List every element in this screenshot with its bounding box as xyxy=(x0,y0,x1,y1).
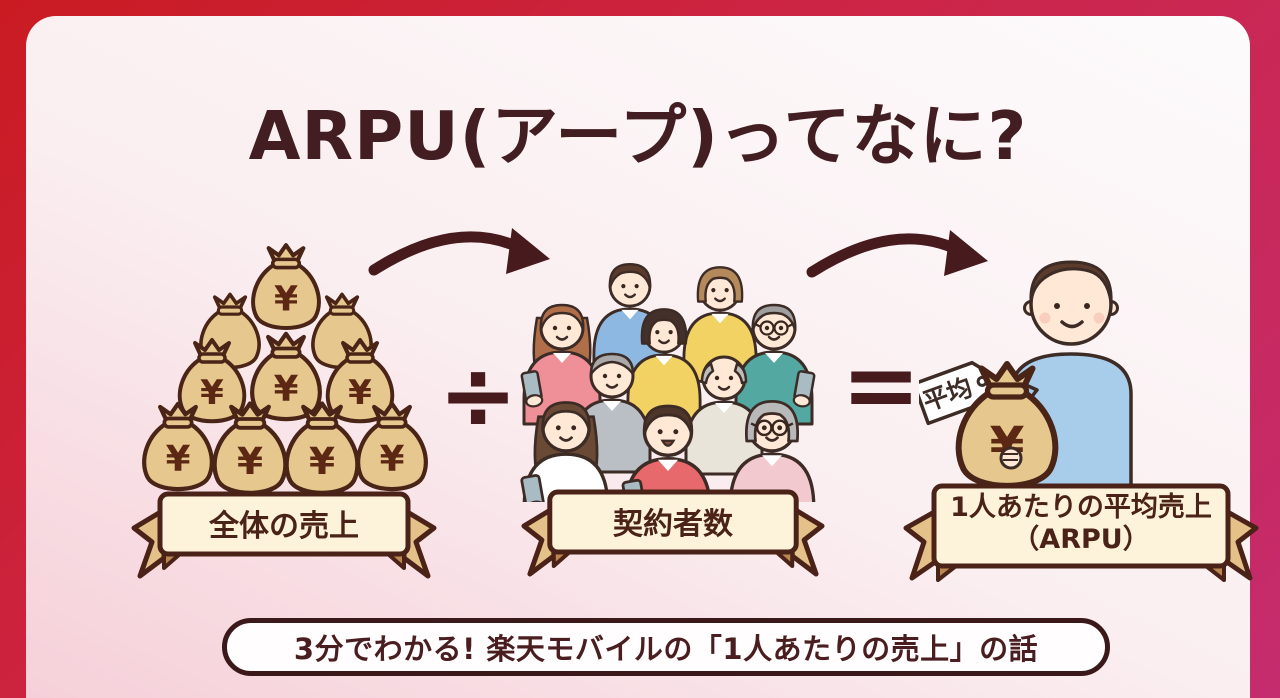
svg-text:¥: ¥ xyxy=(200,373,224,413)
average-tag: 平均 xyxy=(919,360,998,426)
money-bags-illustration: ¥¥¥¥¥¥¥¥ xyxy=(130,238,442,500)
svg-text:¥: ¥ xyxy=(274,369,299,410)
ribbon-banner-arpu: 1人あたりの平均売上 （ARPU） xyxy=(902,480,1260,592)
person-figure xyxy=(684,355,764,476)
arpu-label: 1人あたりの平均売上 （ARPU） xyxy=(902,480,1260,592)
people-crowd-illustration xyxy=(520,263,816,502)
infographic-card: ARPU(アープ)ってなに? ¥¥¥¥¥¥¥¥ ÷ = xyxy=(26,16,1259,698)
page-title: ARPU(アープ)ってなに? xyxy=(248,97,1028,175)
divide-sign: ÷ xyxy=(438,340,518,451)
arpu-label-line2: （ARPU） xyxy=(1012,524,1150,555)
money-bag-icon: ¥ xyxy=(253,245,319,328)
svg-text:¥: ¥ xyxy=(309,439,335,483)
total-revenue-label: 全体の売上 xyxy=(209,509,359,544)
money-bag-icon: ¥ xyxy=(252,334,320,419)
person-hair xyxy=(1029,260,1113,304)
smartphone-icon xyxy=(520,370,544,408)
person-with-moneybag-illustration: 平均 ¥ xyxy=(919,260,1133,496)
money-bag-icon: ¥ xyxy=(358,404,426,489)
svg-text:¥: ¥ xyxy=(348,373,372,413)
ribbon-shape xyxy=(131,491,437,579)
smartphone-icon xyxy=(792,370,816,408)
curved-arrow-icon xyxy=(368,228,550,276)
ribbon-shape xyxy=(903,483,1259,582)
svg-text:¥: ¥ xyxy=(380,439,405,480)
svg-text:¥: ¥ xyxy=(237,439,263,483)
curved-arrow-icon xyxy=(806,230,988,278)
ribbon-banner-subscribers: 契約者数 xyxy=(518,484,828,580)
money-bag-icon: ¥ xyxy=(215,404,286,493)
ribbon-shape xyxy=(521,489,825,577)
person-figure xyxy=(520,401,610,502)
ribbon-banner-total-revenue: 全体の売上 xyxy=(128,486,440,582)
smartphone-icon xyxy=(520,474,546,502)
money-bag-icon: ¥ xyxy=(325,338,395,424)
money-bag-icon: ¥ xyxy=(144,404,212,489)
subscribers-label: 契約者数 xyxy=(613,507,733,542)
footer-banner: 3分でわかる! 楽天モバイルの「1人あたりの売上」の話 xyxy=(222,618,1110,676)
svg-text:¥: ¥ xyxy=(166,439,191,480)
equals-sign: = xyxy=(841,330,921,441)
arpu-label-line1: 1人あたりの平均売上 xyxy=(950,491,1212,523)
money-bag-icon: ¥ xyxy=(287,404,358,493)
svg-text:¥: ¥ xyxy=(274,279,298,319)
money-bag-icon: ¥ xyxy=(177,338,247,424)
person-hand xyxy=(999,446,1023,470)
